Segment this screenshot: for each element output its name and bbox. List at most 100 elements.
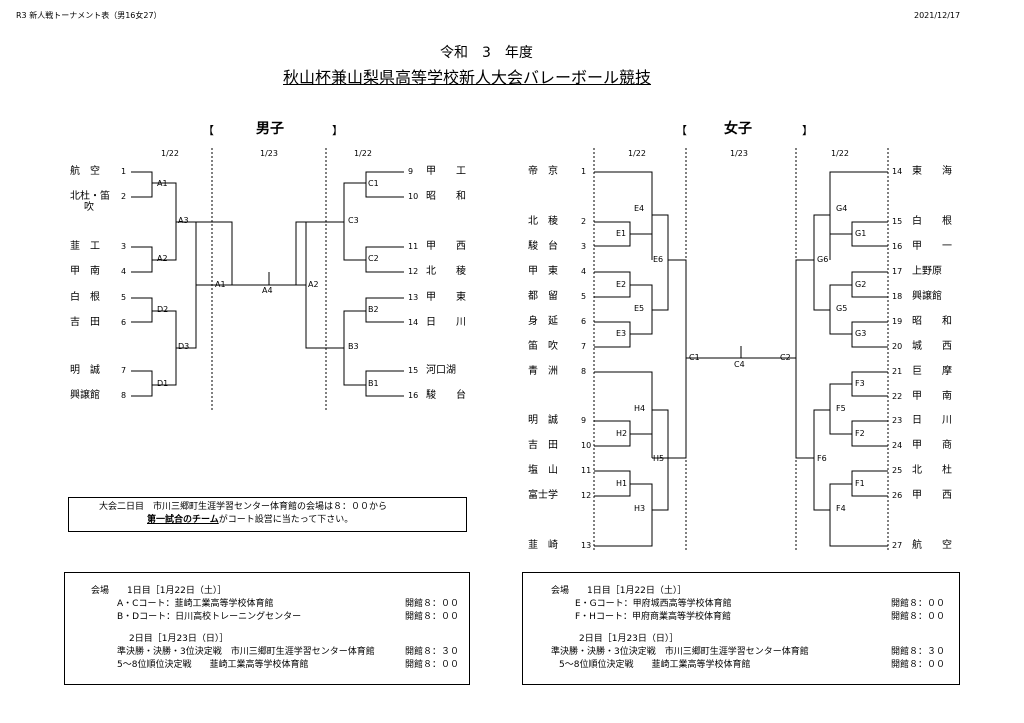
- match-label: G3: [855, 329, 867, 338]
- team-seed: 2: [581, 217, 587, 226]
- venue-men-court1-time: 開館８：００: [405, 599, 460, 609]
- venue-box-women: 会場 1日目［1月22日（土）］ E・Gコート：甲府城西高等学校体育館 開館８：…: [522, 572, 960, 685]
- match-label: D1: [157, 379, 169, 388]
- venue-women-final1: 準決勝・決勝・3位決定戦 市川三郷町生涯学習センター体育館: [551, 647, 809, 657]
- women-bracket-open: 【: [676, 124, 687, 137]
- team-seed: 10: [408, 192, 419, 201]
- team-name: 白 根: [912, 216, 952, 227]
- men-bracket-close: 】: [332, 124, 343, 137]
- venue-women-court2-time: 開館８：００: [891, 612, 946, 622]
- team-seed: 5: [121, 293, 127, 302]
- team-name: 北杜・笛: [70, 191, 110, 202]
- venue-women-final2-time: 開館８：００: [891, 660, 946, 670]
- venue-box-men: 会場 1日目［1月22日（土）］ A・Cコート：韮崎工業高等学校体育館 開館８：…: [64, 572, 470, 685]
- team-seed: 4: [121, 267, 127, 276]
- notice-line2-rest: がコート設営に当たって下さい。: [218, 515, 354, 525]
- match-label: B1: [368, 379, 379, 388]
- match-label: B2: [368, 305, 379, 314]
- match-label: H4: [634, 404, 646, 413]
- match-label: H5: [653, 454, 665, 463]
- match-label: D3: [178, 342, 190, 351]
- women-date-2: 1/23: [730, 149, 748, 158]
- venue-men-final1-time: 開館８：３０: [405, 647, 460, 657]
- team-name: 富士学: [528, 490, 558, 501]
- team-seed: 10: [581, 441, 592, 450]
- match-label: A3: [178, 216, 189, 225]
- team-name: 河口湖: [426, 365, 456, 376]
- match-label: G1: [855, 229, 867, 238]
- team-name: 昭 和: [426, 191, 466, 202]
- team-name: 明 誠: [70, 365, 100, 376]
- team-name: 韮 崎: [528, 540, 558, 551]
- notice-line1: 大会二日目 市川三郷町生涯学習センター体育館の会場は８：００から: [99, 502, 388, 512]
- match-label: C1: [368, 179, 379, 188]
- team-seed: 8: [581, 367, 587, 376]
- team-seed: 24: [892, 441, 903, 450]
- men-heading: 男子: [256, 121, 284, 137]
- team-name: 駿 台: [528, 241, 558, 252]
- team-seed: 9: [581, 416, 587, 425]
- match-label: F5: [836, 404, 846, 413]
- team-name: 昭 和: [912, 316, 952, 327]
- match-label: A1: [215, 280, 226, 289]
- match-label: F6: [817, 454, 827, 463]
- team-name: 笛 吹: [528, 341, 558, 352]
- match-label: E5: [634, 304, 645, 313]
- team-seed: 13: [581, 541, 592, 550]
- venue-women-day1: 会場 1日目［1月22日（土）］: [551, 586, 687, 596]
- team-name: 甲 東: [426, 292, 466, 303]
- match-label: H1: [616, 479, 628, 488]
- match-label: G6: [817, 255, 829, 264]
- team-seed: 14: [408, 318, 419, 327]
- match-label: G5: [836, 304, 848, 313]
- team-seed: 11: [408, 242, 419, 251]
- title-year: 令和 3 年度: [440, 45, 533, 61]
- team-seed: 22: [892, 392, 903, 401]
- venue-men-day1: 会場 1日目［1月22日（土）］: [91, 586, 227, 596]
- venue-women-court1-time: 開館８：００: [891, 599, 946, 609]
- team-seed: 14: [892, 167, 903, 176]
- team-seed: 21: [892, 367, 903, 376]
- team-seed: 15: [892, 217, 903, 226]
- team-name: 甲 西: [426, 241, 466, 252]
- team-seed: 6: [121, 318, 127, 327]
- team-seed: 25: [892, 466, 903, 475]
- team-name: 甲 一: [912, 241, 952, 252]
- team-seed: 19: [892, 317, 903, 326]
- team-seed: 1: [121, 167, 127, 176]
- team-name: 甲 西: [912, 490, 952, 501]
- venue-men-final2: 5～8位順位決定戦 韮崎工業高等学校体育館: [117, 660, 309, 670]
- match-label: E3: [616, 329, 627, 338]
- team-seed: 4: [581, 267, 587, 276]
- team-seed: 26: [892, 491, 903, 500]
- team-name: 甲 東: [528, 266, 558, 277]
- women-bracket-close: 】: [802, 124, 813, 137]
- match-label: C1: [689, 353, 700, 362]
- match-label: C2: [780, 353, 791, 362]
- venue-men-final1: 準決勝・決勝・3位決定戦 市川三郷町生涯学習センター体育館: [117, 647, 375, 657]
- match-label: C3: [348, 216, 359, 225]
- team-name: 北 稜: [426, 266, 466, 277]
- team-name: 航 空: [70, 166, 100, 177]
- team-seed: 9: [408, 167, 414, 176]
- team-name: 城 西: [912, 341, 952, 352]
- men-bracket-open: 【: [203, 124, 214, 137]
- team-seed: 8: [121, 391, 127, 400]
- team-name: 帝 京: [528, 166, 558, 177]
- team-seed: 17: [892, 267, 903, 276]
- team-name: 興譲館: [70, 390, 100, 401]
- team-name: 興譲館: [912, 291, 942, 302]
- team-name: 塩 山: [528, 465, 558, 476]
- team-name: 上野原: [912, 266, 942, 277]
- team-name: 吉 田: [70, 317, 100, 328]
- match-label: F4: [836, 504, 846, 513]
- notice-emphasis: 第一試合のチーム: [147, 515, 219, 525]
- match-label: A2: [157, 254, 168, 263]
- venue-men-court2-time: 開館８：００: [405, 612, 460, 622]
- team-seed: 7: [121, 366, 127, 375]
- team-seed: 20: [892, 342, 903, 351]
- match-label: G4: [836, 204, 848, 213]
- team-seed: 3: [581, 242, 587, 251]
- team-name: 甲 南: [70, 266, 100, 277]
- document-code: R3 新人戦トーナメント表（男16女27）: [16, 11, 162, 20]
